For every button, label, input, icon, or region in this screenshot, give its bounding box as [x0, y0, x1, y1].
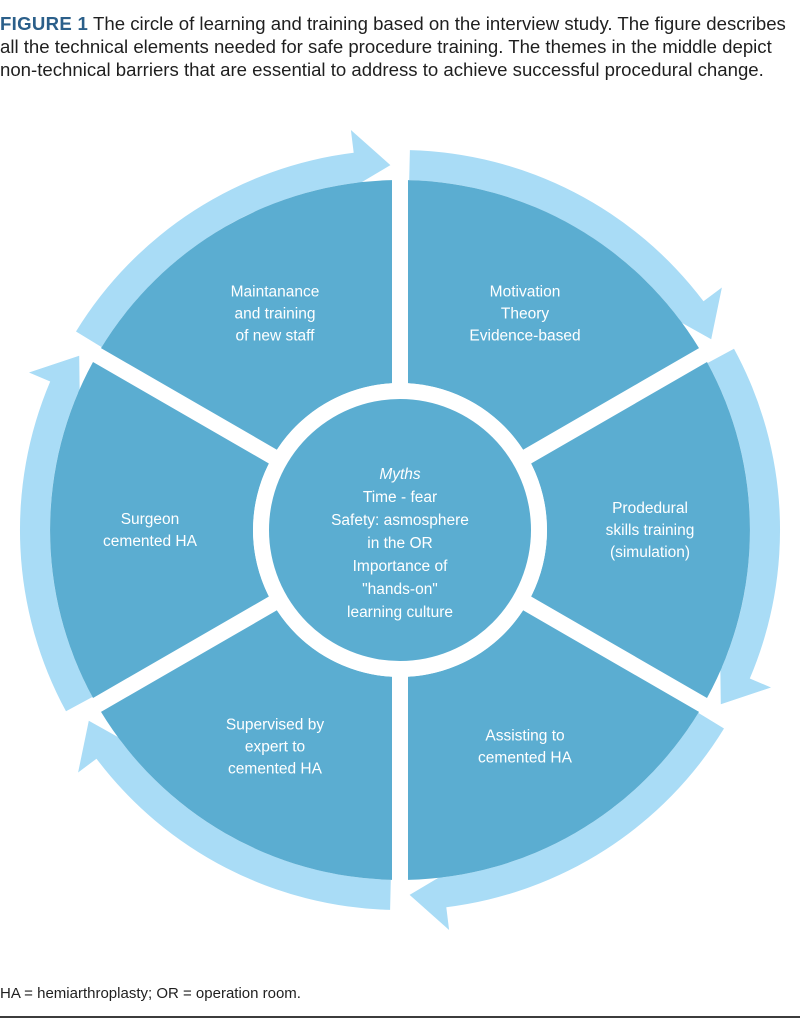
- segment-label-line: Prodedural: [612, 500, 688, 517]
- center-line: in the OR: [367, 535, 432, 552]
- arrow-skills-training: [707, 348, 781, 705]
- segments-layer: [50, 180, 750, 880]
- segment-label-line: Evidence-based: [469, 328, 580, 345]
- arrows-layer: [19, 130, 781, 930]
- segment-label-line: and training: [234, 306, 315, 323]
- segment-label-line: Surgeon: [121, 511, 180, 528]
- figure-caption-text: The circle of learning and training base…: [0, 13, 786, 80]
- segment-maintenance: [101, 180, 392, 450]
- segment-label-line: cemented HA: [478, 750, 573, 767]
- segment-motivation: [408, 180, 699, 450]
- segment-label-line: skills training: [606, 522, 695, 539]
- bottom-rule: [0, 1016, 800, 1018]
- segment-label-maintenance: Maintanance and training of new staff: [231, 284, 320, 345]
- segment-label-line: expert to: [245, 739, 305, 756]
- segment-skills-training: [531, 362, 750, 698]
- figure-caption: FIGURE 1 The circle of learning and trai…: [0, 12, 790, 81]
- segment-label-line: Maintanance: [231, 284, 320, 301]
- footnote: HA = hemiarthroplasty; OR = operation ro…: [0, 985, 301, 1002]
- segment-label-skills-training: Prodedural skills training (simulation): [606, 500, 695, 561]
- segment-label-line: cemented HA: [103, 533, 198, 550]
- segment-label-line: cemented HA: [228, 761, 323, 778]
- center-circle: [269, 399, 531, 661]
- arrow-surgeon: [19, 355, 93, 712]
- arrow-motivation: [409, 150, 722, 340]
- arrow-assisting: [409, 712, 724, 930]
- segment-supervised: [101, 610, 392, 880]
- segment-label-line: (simulation): [610, 544, 690, 561]
- center-line: Importance of: [353, 558, 448, 575]
- arrow-supervised: [78, 720, 391, 910]
- segment-label-surgeon: Surgeon cemented HA: [103, 511, 198, 550]
- segment-surgeon: [50, 362, 269, 698]
- segment-label-line: Motivation: [490, 284, 561, 301]
- figure-label: FIGURE 1: [0, 13, 89, 34]
- segment-label-assisting: Assisting to cemented HA: [478, 728, 573, 767]
- arrow-maintenance: [76, 130, 391, 348]
- center-line: "hands-on": [362, 581, 438, 598]
- segment-label-line: Supervised by: [226, 717, 324, 734]
- center-line: learning culture: [347, 604, 453, 621]
- segment-label-line: of new staff: [236, 328, 316, 345]
- center-line: Time - fear: [363, 489, 437, 506]
- segment-label-supervised: Supervised by expert to cemented HA: [226, 717, 324, 778]
- segment-label-line: Assisting to: [485, 728, 564, 745]
- segment-label-line: Theory: [501, 306, 549, 323]
- center-line: Safety: asmosphere: [331, 512, 469, 529]
- center-title: Myths: [379, 466, 421, 483]
- center-layer: [253, 383, 547, 677]
- segment-assisting: [408, 610, 699, 880]
